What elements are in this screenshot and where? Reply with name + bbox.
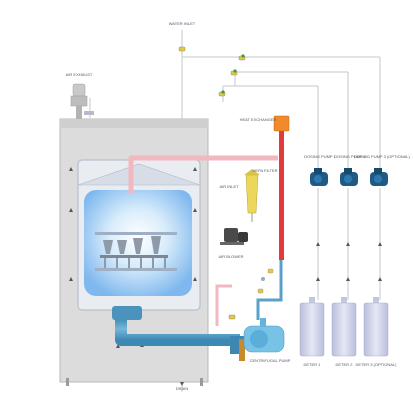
centrifugal-pump-label: CENTRIFUGAL PUMP (250, 358, 291, 363)
drain-valve-icon[interactable] (228, 314, 236, 320)
air-exhaust-label: AIR EXHAUST (66, 72, 93, 77)
detergent-1-label: DETER 1 (304, 362, 322, 367)
water-inlet-valve-icon[interactable] (178, 46, 186, 52)
hepa-filter-label: HEPA FILTER (253, 168, 278, 173)
air-exhaust-unit (70, 83, 94, 119)
sump-pipe (115, 318, 240, 346)
dosing-pump-2-label: DOSING PUMP 2 (334, 154, 366, 159)
wash-chamber (77, 159, 201, 311)
hepa-filter-icon (244, 169, 260, 222)
drain-label: DRAIN (176, 386, 189, 391)
dosing-pump-3-label: DOSING PUMP 3 (OPTIONAL) (354, 154, 410, 159)
dosing-pump-1-label: DOSING PUMP 1 (304, 154, 336, 159)
heat-exchanger-riser (279, 130, 284, 260)
detergent-3-label: DETER 3 (OPTIONAL) (356, 362, 398, 367)
flow-arrows (69, 167, 382, 386)
dosing-pump-icons (310, 168, 388, 186)
detergent-containers (299, 297, 389, 357)
water-inlet-label: WATER INLET (169, 21, 196, 26)
detergent-2-label: DETER 2 (336, 362, 354, 367)
water-line-riser (256, 260, 283, 320)
air-inlet-label: AIR INLET (219, 184, 239, 189)
air-blower-label: AIR BLOWER (218, 254, 243, 259)
return-air-line (128, 155, 278, 193)
centrifugal-pump-icon (243, 318, 285, 353)
air-blower-icon (220, 228, 248, 245)
heat-exchanger-icon (273, 115, 290, 132)
heat-exchanger-label: HEAT EXCHANGER (240, 117, 277, 122)
wash-rack (100, 236, 168, 268)
